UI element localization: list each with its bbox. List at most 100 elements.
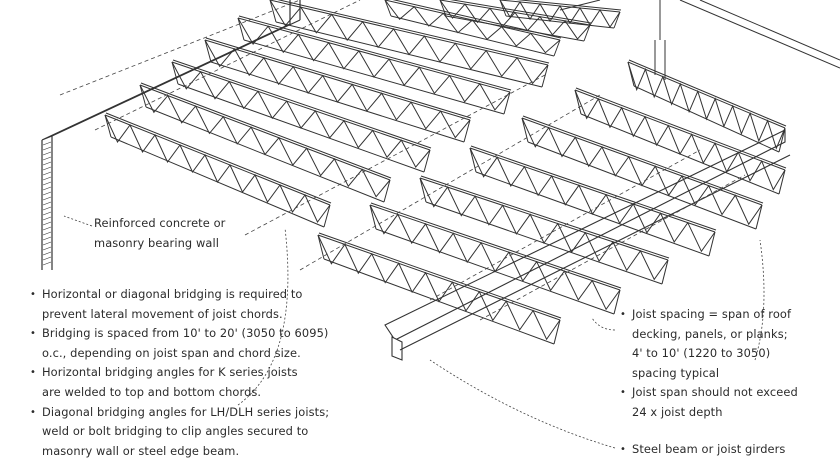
bridging-note-item: Diagonal bridging angles for LH/DLH seri…	[30, 403, 329, 462]
bridging-line	[59, 0, 301, 96]
joist-top-chord	[521, 117, 763, 206]
bridging-note-line: Horizontal bridging angles for K series …	[30, 363, 329, 383]
bridging-note-item: Horizontal or diagonal bridging is requi…	[30, 285, 329, 324]
joist-end	[384, 0, 392, 17]
wall-hatch	[42, 261, 52, 266]
bridging-note-line: masonry wall or steel edge beam.	[42, 443, 240, 458]
joist-top-chord	[237, 17, 511, 93]
wall-hatch	[42, 251, 52, 256]
edge-line	[559, 0, 840, 80]
joist-top-chord	[469, 147, 716, 233]
joist	[204, 37, 472, 143]
leader-beam	[429, 359, 616, 449]
joist-bottom-chord	[505, 15, 615, 29]
joist-top-chord	[277, 0, 550, 64]
leader-span	[754, 239, 765, 361]
joist-end	[661, 259, 669, 285]
joist-top-chord	[470, 145, 717, 231]
wall-hatch	[42, 226, 52, 231]
spacing-note-line: Joist span should not exceed	[620, 383, 798, 403]
bridging-note-line: prevent lateral movement of joist chords…	[42, 306, 283, 321]
joist-top-chord	[575, 87, 787, 169]
joist-end	[574, 89, 582, 115]
joist-top-chord	[420, 175, 670, 259]
wall-label-line: Reinforced concrete or	[94, 216, 226, 230]
joist-top-chord	[238, 15, 512, 91]
joist-web	[317, 234, 561, 341]
joist-end	[778, 169, 786, 195]
joist-top-chord	[269, 0, 549, 66]
joist-web	[269, 0, 549, 85]
joist-end	[369, 204, 377, 230]
left-joist-bay	[104, 0, 550, 228]
joist	[139, 82, 392, 203]
joist-end	[469, 147, 477, 173]
joist-end	[613, 289, 621, 315]
joist-end	[583, 24, 591, 42]
joist	[521, 115, 764, 230]
joist-top-chord	[171, 61, 431, 151]
joist-end	[463, 119, 471, 143]
joist-end	[755, 204, 763, 230]
joist-top-chord	[369, 204, 621, 291]
spacing-note-line: 24 x joist depth	[632, 404, 723, 419]
beam-label-text: Steel beam or joist girders	[620, 440, 785, 460]
bridging-line	[429, 149, 701, 301]
joist-end	[104, 114, 112, 138]
spacing-note-line: spacing typical	[632, 365, 720, 380]
joist-top-chord	[204, 39, 471, 121]
joist-top-chord	[449, 0, 592, 24]
joist-bottom-chord	[390, 15, 555, 57]
joist	[499, 0, 622, 29]
joist-web	[627, 61, 786, 150]
joist	[317, 232, 562, 345]
wall-label-line: masonry bearing wall	[94, 235, 220, 250]
joist-end	[419, 177, 427, 203]
joist-top-chord	[318, 232, 562, 319]
bridging-note-line: o.c., depending on joist span and chord …	[42, 345, 301, 360]
joist-top-chord	[627, 61, 786, 129]
joist	[369, 202, 622, 315]
joist-end	[439, 0, 447, 17]
spacing-notes: Joist spacing = span of roof decking, pa…	[620, 305, 798, 423]
wall-hatch	[42, 211, 52, 216]
joist-end	[269, 0, 277, 23]
joist-end	[613, 11, 621, 29]
joist-top-chord	[139, 84, 391, 181]
wall-hatch	[42, 176, 52, 181]
bridging-line	[94, 0, 361, 131]
joist-top-chord	[522, 115, 764, 204]
joist	[469, 145, 717, 257]
wall-hatch	[42, 146, 52, 151]
joist-top-chord	[105, 112, 332, 204]
wall-hatch	[42, 241, 52, 246]
joist-web	[369, 204, 621, 311]
bearing-wall	[41, 0, 301, 270]
wall-hatch	[42, 191, 52, 196]
wall-hatch	[42, 186, 52, 191]
wall-hatch	[42, 206, 52, 211]
leader-spacing	[591, 317, 616, 331]
edge-lines	[559, 0, 840, 80]
bridging-note-item: Bridging is spaced from 10' to 20' (3050…	[30, 324, 329, 363]
joist-web	[419, 177, 669, 281]
spacing-note-line: 4' to 10' (1220 to 3050)	[632, 346, 771, 361]
wall-hatch	[42, 156, 52, 161]
joist	[574, 87, 787, 195]
spacing-note-line: Joist spacing = span of roof	[620, 305, 798, 325]
joist-web	[139, 84, 391, 198]
joist-end	[317, 234, 325, 260]
joist-web	[384, 0, 561, 54]
wall-hatch	[42, 201, 52, 206]
leader-wall	[63, 215, 93, 227]
joist-top-chord	[574, 89, 786, 171]
joist-top-chord	[104, 114, 331, 206]
joist-end	[171, 61, 179, 85]
bridging-note-line: are welded to top and bottom chords.	[42, 384, 262, 399]
joist-top-chord	[370, 202, 622, 289]
joist	[171, 59, 432, 173]
joist	[237, 15, 512, 115]
wall-hatch	[42, 221, 52, 226]
joist-web	[439, 0, 591, 40]
wall-hatch	[42, 166, 52, 171]
